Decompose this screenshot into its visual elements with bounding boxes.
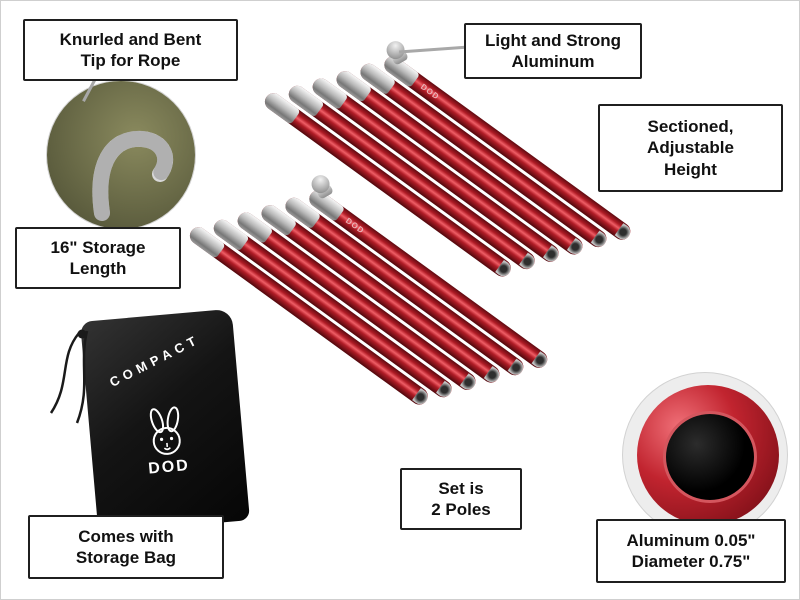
callout-light-strong: Light and Strong Aluminum <box>464 23 642 79</box>
pole-brand-mark: DOD <box>418 82 442 102</box>
storage-bag: DOD <box>80 308 250 534</box>
callout-storage-bag: Comes with Storage Bag <box>28 515 224 579</box>
callout-text: Knurled and Bent Tip for Rope <box>59 29 202 70</box>
drawstring-icon <box>49 329 89 424</box>
callout-text: 16" Storage Length <box>50 237 146 278</box>
pole-cross-section-photo <box>623 373 787 537</box>
knurled-tip-photo <box>47 81 195 229</box>
callout-text: Sectioned, Adjustable Height <box>647 117 734 179</box>
callout-text: Light and Strong Aluminum <box>485 30 621 71</box>
pole-end-face <box>637 385 779 525</box>
rabbit-logo-icon <box>149 406 181 455</box>
callout-knurled-tip: Knurled and Bent Tip for Rope <box>23 19 238 81</box>
bent-hook-icon <box>92 130 173 221</box>
leader-line <box>398 45 470 54</box>
pole-bore <box>663 411 757 503</box>
pole-brand-mark: DOD <box>343 216 367 236</box>
callout-set-two-poles: Set is 2 Poles <box>400 468 522 530</box>
callout-text: Set is 2 Poles <box>431 478 491 519</box>
callout-storage-length: 16" Storage Length <box>15 227 181 289</box>
bag-brand-text: DOD <box>147 457 191 478</box>
bag-logo: DOD <box>88 400 246 483</box>
callout-text: Comes with Storage Bag <box>75 526 177 567</box>
callout-text: Aluminum 0.05" Diameter 0.75" <box>626 530 756 571</box>
callout-sectioned-height: Sectioned, Adjustable Height <box>598 104 783 192</box>
callout-aluminum-spec: Aluminum 0.05" Diameter 0.75" <box>596 519 786 583</box>
